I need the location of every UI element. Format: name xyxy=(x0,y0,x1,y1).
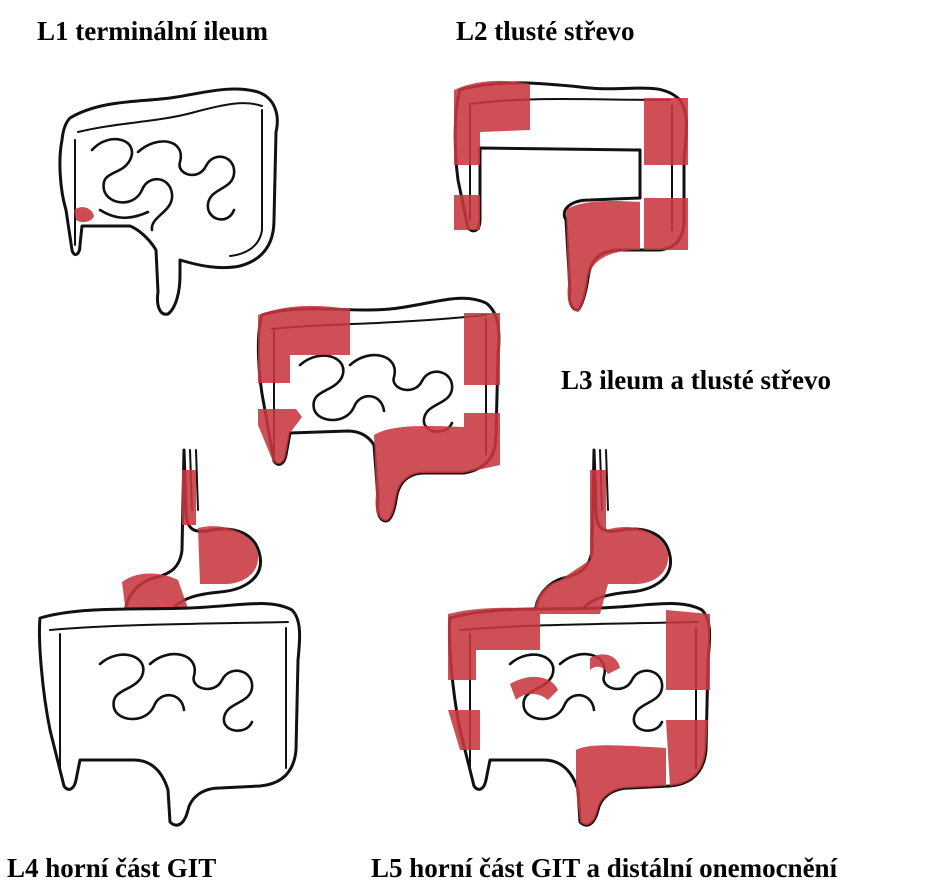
label-l5: L5 horní část GIT a distální onemocnění xyxy=(371,855,837,882)
diagram-l4 xyxy=(30,450,320,830)
diagram-l2 xyxy=(440,70,700,320)
colon-outline xyxy=(60,89,277,314)
label-l1: L1 terminální ileum xyxy=(37,18,268,45)
label-l2: L2 tlusté střevo xyxy=(456,18,634,45)
diagram-l5 xyxy=(440,450,730,830)
diagram-l1 xyxy=(30,70,290,320)
label-l4: L4 horní část GIT xyxy=(7,855,216,882)
label-l3: L3 ileum a tlusté střevo xyxy=(561,367,831,394)
colon-outline xyxy=(39,604,299,826)
